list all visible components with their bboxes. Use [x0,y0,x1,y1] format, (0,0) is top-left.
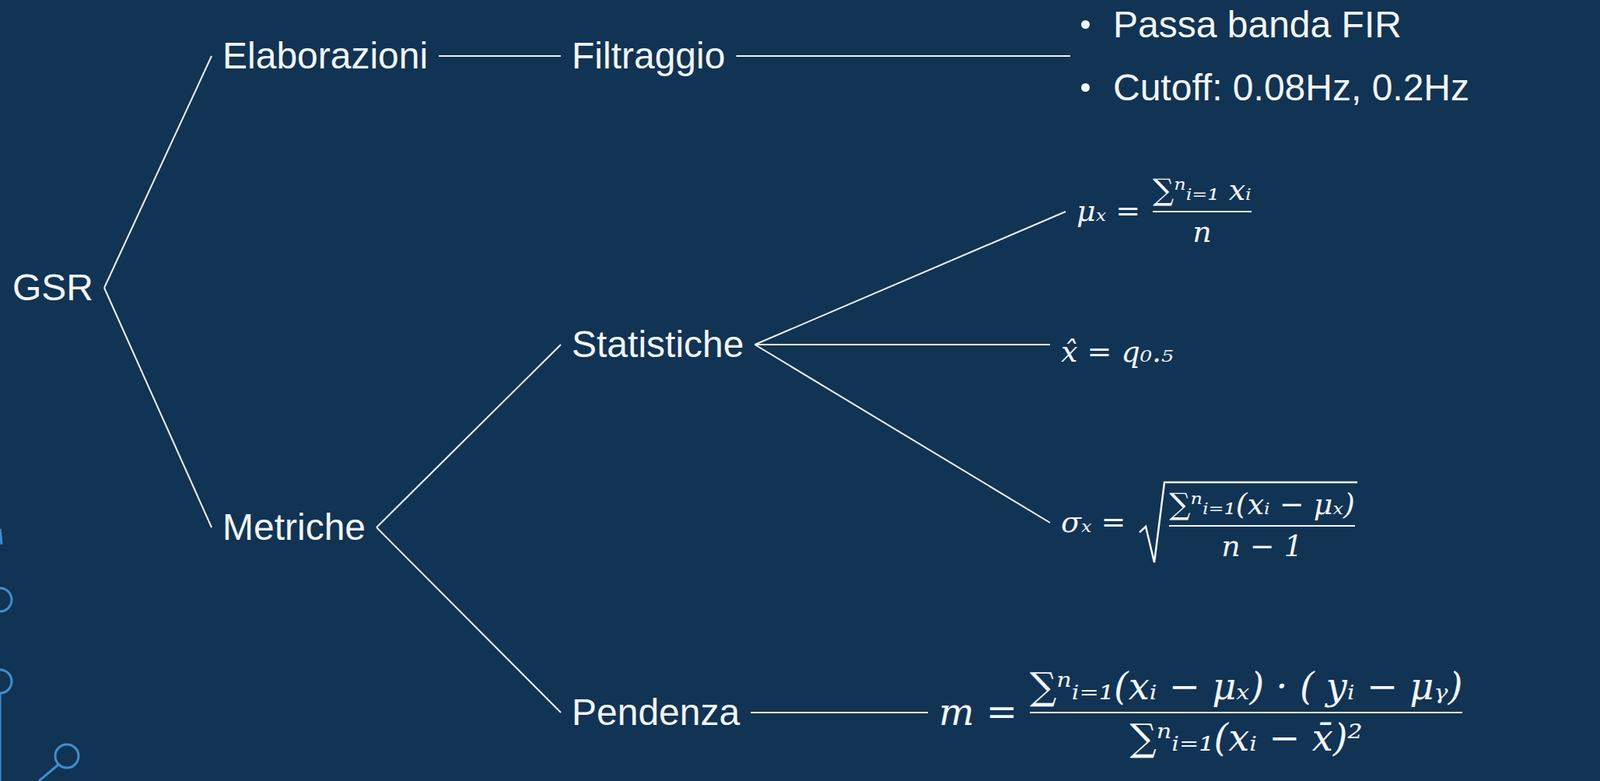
bullet-dot [1081,83,1090,92]
tree-connector [754,344,1051,523]
fraction-line: m =∑ⁿᵢ₌₁(xᵢ − μₓ) · ( yᵢ − μᵧ)∑ⁿᵢ₌₁(xᵢ −… [938,664,1463,760]
node-label: GSR [12,266,94,309]
fraction-bar [1152,210,1252,213]
numerator: ∑ⁿᵢ₌₁(xᵢ − μₓ) · ( yᵢ − μᵧ) [1029,664,1463,710]
tree-label: Filtraggio [571,34,725,78]
fraction: ∑ⁿᵢ₌₁(xᵢ − μₓ) n − 1 [1169,486,1355,564]
node-label: Metriche [222,506,366,548]
fraction: ∑ⁿᵢ₌₁ xᵢ n [1152,172,1252,250]
bullet-dot [1081,20,1090,29]
fraction: ∑ⁿᵢ₌₁(xᵢ − μₓ) · ( yᵢ − μᵧ) ∑ⁿᵢ₌₁(xᵢ − x̄… [1029,664,1463,760]
tree-connector [438,55,561,57]
bullet-list: Passa banda FIR Cutoff: 0.08Hz, 0.2Hz [1081,3,1470,109]
numerator: ∑ⁿᵢ₌₁(xᵢ − μₓ) [1169,486,1355,523]
denominator: n [1192,214,1212,251]
tree-connector [376,344,561,528]
bullet-text: Cutoff: 0.08Hz, 0.2Hz [1113,66,1470,109]
tree-connector [754,211,1066,345]
fraction-line: σₓ = ∑ⁿᵢ₌₁(xᵢ − μₓ) n − 1 [1060,480,1359,564]
node-label: Elaborazioni [222,35,428,77]
tree-connector [376,527,561,713]
formula: m =∑ⁿᵢ₌₁(xᵢ − μₓ) · ( yᵢ − μᵧ)∑ⁿᵢ₌₁(xᵢ −… [938,664,1463,760]
node-label: Filtraggio [571,35,725,77]
node-label: Pendenza [571,691,740,733]
fraction-bar [1169,525,1355,527]
tree-label: Pendenza [571,690,740,734]
fraction-line: μₓ = ∑ⁿᵢ₌₁ xᵢ n [1076,172,1252,250]
tree-connector [750,711,928,714]
square-root: ∑ⁿᵢ₌₁(xᵢ − μₓ) n − 1 [1137,480,1358,564]
bullet-text: Passa banda FIR [1113,3,1402,46]
bullet-row: Cutoff: 0.08Hz, 0.2Hz [1081,66,1470,109]
formula-lhs: μₓ = [1076,193,1141,230]
tree-label: Statistiche [571,322,744,366]
tree-label: GSR [12,266,94,309]
formula-text: x̂ = q₀.₅ [1060,334,1173,369]
tree-connector [754,343,1051,346]
formula-lhs: m = [938,689,1018,736]
fraction-bar [1029,711,1463,714]
tree-label: Elaborazioni [222,34,428,78]
tree-connector [104,56,212,288]
denominator: ∑ⁿᵢ₌₁(xᵢ − x̄)² [1130,715,1363,761]
node-label: Statistiche [571,323,744,365]
formula: x̂ = q₀.₅ [1060,334,1173,371]
formula: σₓ = ∑ⁿᵢ₌₁(xᵢ − μₓ) n − 1 [1060,480,1359,564]
tree-connector [735,55,1071,57]
denominator: n − 1 [1221,528,1303,565]
formula: μₓ = ∑ⁿᵢ₌₁ xᵢ n [1076,172,1252,250]
numerator: ∑ⁿᵢ₌₁ xᵢ [1152,172,1252,209]
tree-label: Metriche [222,505,366,549]
tree-connector [104,287,212,528]
bullet-row: Passa banda FIR [1081,3,1470,46]
formula-lhs: σₓ = [1060,504,1126,541]
